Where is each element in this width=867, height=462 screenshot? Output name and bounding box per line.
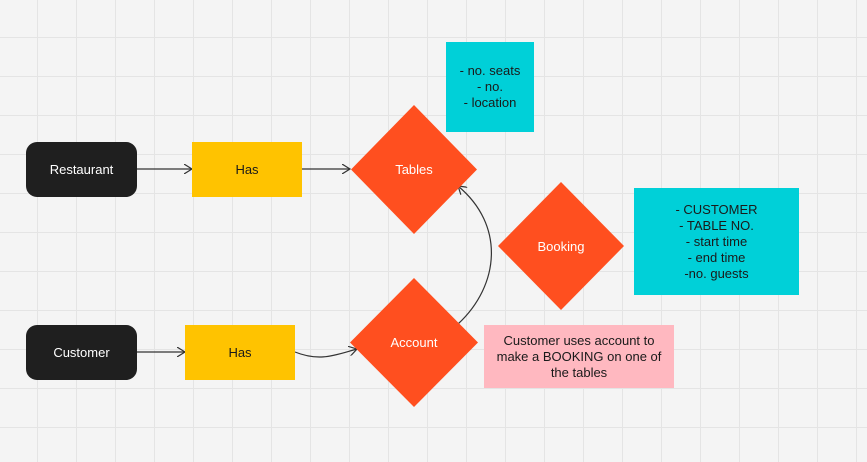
comment-line: make a BOOKING on one of: [496, 348, 662, 364]
diamond-booking[interactable]: Booking: [498, 182, 624, 310]
diamond-tables[interactable]: Tables: [351, 105, 477, 234]
edge-account-to-tables: [458, 186, 492, 325]
relationship-has-restaurant-label: Has: [235, 162, 259, 177]
relationship-has-customer[interactable]: Has: [185, 325, 295, 380]
tables-attribute-line: - location: [463, 95, 517, 110]
entity-restaurant-label: Restaurant: [49, 162, 114, 177]
diamond-booking-label: Booking: [537, 238, 585, 254]
diamond-account-label: Account: [390, 335, 438, 350]
diamond-tables-shape: [351, 105, 477, 234]
entity-customer[interactable]: Customer: [26, 325, 137, 380]
note-comment[interactable]: Customer uses account to make a BOOKING …: [484, 325, 674, 388]
relationship-has-customer-label: Has: [228, 345, 252, 360]
note-booking-attributes[interactable]: - CUSTOMER - TABLE NO. - start time - en…: [634, 188, 799, 295]
tables-attribute-line: - no. seats: [459, 63, 521, 78]
note-tables-attributes[interactable]: - no. seats - no. - location: [446, 42, 534, 132]
diamond-account[interactable]: Account: [350, 278, 478, 407]
relationship-has-restaurant[interactable]: Has: [192, 142, 302, 197]
entity-restaurant[interactable]: Restaurant: [26, 142, 137, 197]
tables-attribute-line: - no.: [476, 79, 503, 94]
edge-has-to-account: [294, 349, 357, 358]
diamond-tables-label: Tables: [395, 162, 433, 177]
diamond-account-shape: [350, 278, 478, 407]
booking-attribute-line: - CUSTOMER: [675, 201, 758, 217]
booking-attribute-line: - start time: [685, 233, 748, 249]
booking-attribute-line: - TABLE NO.: [679, 217, 754, 233]
booking-attribute-line: - end time: [687, 249, 746, 265]
entity-customer-label: Customer: [53, 345, 110, 360]
comment-line: Customer uses account to: [503, 332, 655, 348]
booking-attribute-line: -no. guests: [684, 265, 749, 281]
diamond-booking-shape: [498, 182, 624, 310]
comment-line: the tables: [550, 364, 608, 380]
